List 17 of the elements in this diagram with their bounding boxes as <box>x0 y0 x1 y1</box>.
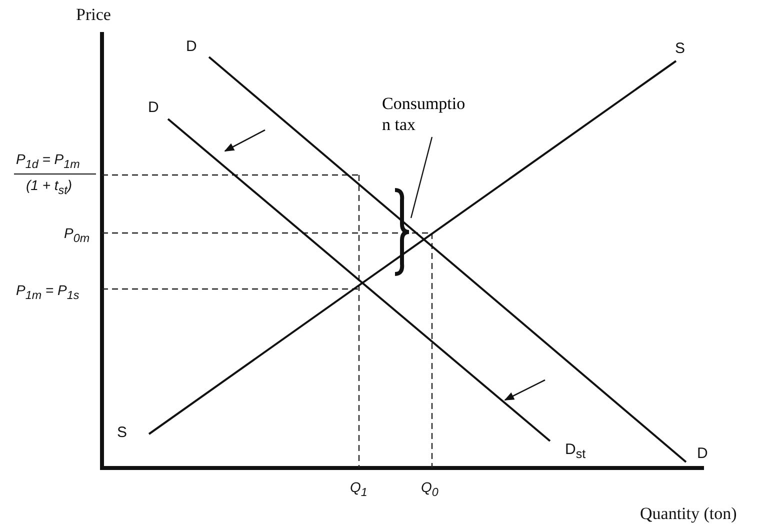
curve-label: S <box>117 425 128 440</box>
quantity-label: Q$_{1}$ <box>350 480 368 498</box>
curve-label: D <box>148 100 159 115</box>
quantity-label: Q$_{0}$ <box>421 480 438 498</box>
curve-label: D <box>186 39 197 54</box>
curve-label: S <box>675 41 686 56</box>
curly-brace <box>393 188 411 276</box>
price-label: P$_{0m}$ <box>64 226 90 244</box>
axis-title: Price <box>76 6 111 23</box>
annotation-text: Consumptio n tax <box>382 93 472 137</box>
curve-label: D <box>697 446 708 461</box>
curve-label: D$_{st}$ <box>565 442 586 460</box>
price-label: (1 + t$_{st}$) <box>26 178 72 196</box>
price-label: P$_{1d}$ = P$_{1m}$ <box>16 152 80 170</box>
axis-title: Quantity (ton) <box>640 505 737 522</box>
price-label: P$_{1m}$ = P$_{1s}$ <box>16 283 80 302</box>
leader-line <box>410 136 433 218</box>
